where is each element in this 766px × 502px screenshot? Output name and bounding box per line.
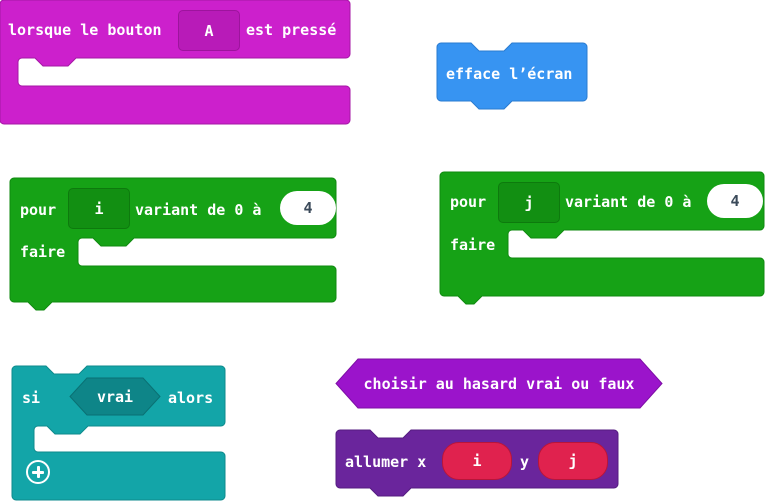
condition-true-block[interactable]: vrai (69, 377, 161, 416)
range-label-j: variant de 0 à (565, 193, 692, 211)
then-label: alors (168, 389, 214, 407)
if-block-shape (11, 365, 226, 501)
event-label-before: lorsque le bouton (8, 21, 162, 39)
if-block[interactable]: si vrai alors (11, 365, 227, 502)
button-dropdown[interactable]: A (178, 10, 240, 51)
plot-x-label: allumer x (345, 453, 427, 471)
end-value-input-j[interactable]: 4 (707, 184, 763, 218)
loop-variable-j[interactable]: j (498, 182, 560, 223)
condition-label: vrai (96, 387, 134, 406)
for-label-i: pour (20, 201, 57, 219)
range-label-i: variant de 0 à (135, 201, 262, 219)
event-block-shape (0, 0, 351, 125)
condition-hexagon-shape (69, 377, 161, 416)
if-label: si (22, 389, 41, 407)
random-boolean-block[interactable]: choisir au hasard vrai ou faux (334, 358, 664, 409)
plot-y-label: y (520, 453, 530, 471)
for-label-j: pour (450, 193, 487, 211)
random-boolean-label: choisir au hasard vrai ou faux (363, 374, 635, 393)
end-value-input-i[interactable]: 4 (280, 191, 336, 225)
loop-variable-i[interactable]: i (68, 188, 130, 229)
x-value-pill[interactable]: i (442, 442, 512, 480)
plus-circle-icon[interactable] (26, 460, 50, 484)
plot-led-block[interactable]: allumer x i y j (335, 429, 619, 497)
do-label-j: faire (450, 236, 496, 254)
do-label-i: faire (20, 243, 66, 261)
clear-screen-label: efface l’écran (446, 65, 573, 83)
clear-screen-shape (436, 42, 588, 110)
event-block-button-pressed[interactable]: lorsque le bouton A est pressé (0, 0, 352, 126)
for-loop-block-j[interactable]: pour j variant de 0 à 4 faire (439, 171, 766, 305)
event-label-after: est pressé (246, 21, 337, 39)
y-value-pill[interactable]: j (538, 442, 608, 480)
clear-screen-block[interactable]: efface l’écran (436, 42, 589, 110)
for-loop-block-i[interactable]: pour i variant de 0 à 4 faire (9, 177, 338, 311)
random-boolean-shape (335, 358, 663, 409)
